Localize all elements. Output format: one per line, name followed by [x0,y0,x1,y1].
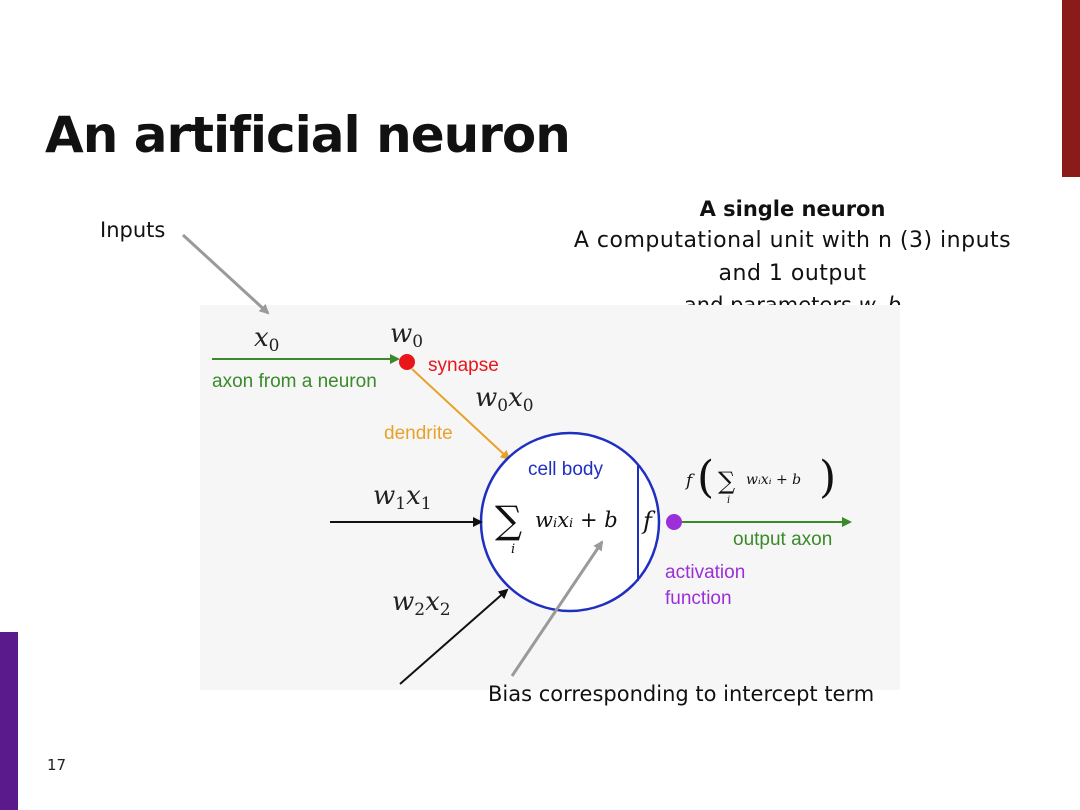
output-axon-label: output axon [733,529,832,550]
dendrite-label: dendrite [384,423,453,444]
page-number: 17 [47,756,67,774]
sum-expression: wᵢxᵢ + b [535,508,618,532]
output-formula: f ( ∑ i wᵢxᵢ + b ) [684,452,836,506]
activation-label-line2: function [665,588,732,609]
accent-bar-top [1062,0,1080,177]
w2x2-label: w2x2 [392,587,451,620]
dendrite-arrow [411,368,511,461]
output-formula-left-paren: ( [697,452,714,503]
slide-title: An artificial neuron [45,106,571,164]
activation-dot [666,514,682,530]
cell-body-label: cell body [528,459,603,480]
neuron-summary: A single neuron A computational unit wit… [520,195,1065,320]
activation-label-line1: activation [665,562,745,583]
bias-annotation: Bias corresponding to intercept term [488,682,875,706]
output-formula-sum: ∑ [718,467,735,495]
w0x0-label: w0x0 [475,383,534,416]
output-formula-body: wᵢxᵢ + b [746,472,801,488]
summary-heading: A single neuron [699,197,886,221]
input-x0-label: x0 [254,323,280,356]
output-formula-right-paren: ) [819,452,836,503]
sum-symbol: ∑ [495,498,522,542]
inputs-pointer-arrow [181,233,270,315]
input-w2x2-arrow [399,588,509,685]
synapse-label: synapse [428,355,499,376]
weight-w0-label: w0 [390,319,423,352]
summary-description-line1: A computational unit with n (3) inputs [573,228,1012,253]
synapse-dot [399,354,415,370]
w1x1-label: w1x1 [373,481,432,514]
sum-index: i [511,542,515,557]
accent-bar-bottom [0,632,18,810]
inputs-annotation: Inputs [100,218,166,242]
axon-from-neuron-label: axon from a neuron [212,371,377,392]
summary-description-line2: and 1 output [718,261,867,286]
output-formula-index: i [727,495,730,506]
output-formula-f: f [684,471,695,491]
bias-pointer-arrow [510,540,604,677]
